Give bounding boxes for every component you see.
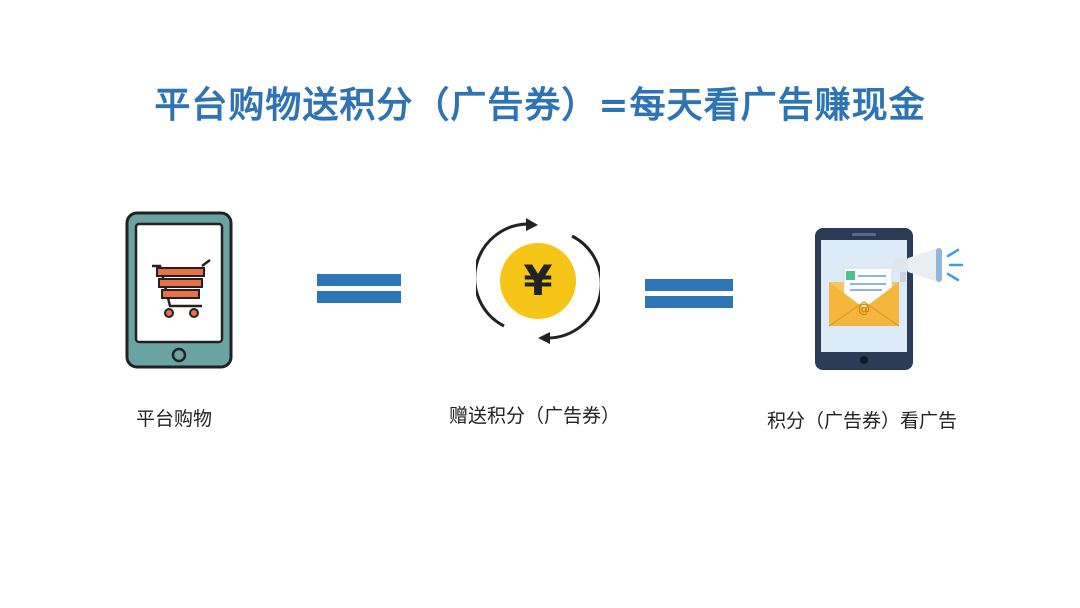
- yen-coin-cycle-icon: ¥: [473, 214, 603, 348]
- equals-bar-bottom: [317, 291, 401, 303]
- step-caption-shopping: 平台购物: [136, 408, 213, 430]
- page-title: 平台购物送积分（广告券）=每天看广告赚现金: [154, 85, 926, 126]
- step-caption-points: 赠送积分（广告券）: [449, 405, 621, 427]
- equals-sign: [317, 274, 401, 308]
- yen-symbol: ¥: [523, 256, 553, 305]
- equals-sign: [645, 279, 733, 313]
- phone-email-megaphone-icon: @: [812, 226, 972, 372]
- tablet-shopping-cart-icon: [124, 210, 234, 370]
- equals-bar-top: [645, 279, 733, 291]
- equals-bar-top: [317, 274, 401, 286]
- equals-bar-bottom: [645, 296, 733, 308]
- email-at-symbol: @: [858, 302, 870, 316]
- step-caption-watch-ads: 积分（广告券）看广告: [767, 410, 958, 432]
